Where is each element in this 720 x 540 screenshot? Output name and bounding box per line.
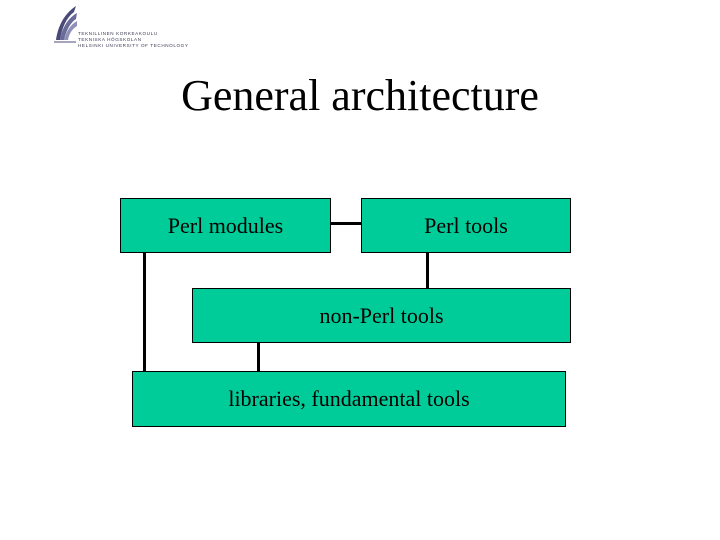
logo-text-line: HELSINKI UNIVERSITY OF TECHNOLOGY: [78, 43, 189, 48]
university-emblem-icon: [54, 6, 77, 43]
perl-tools-label: Perl tools: [424, 212, 508, 238]
connector-nonperl-libraries: [257, 342, 260, 372]
connector-tools-nonperl: [426, 252, 429, 288]
libraries-box: libraries, fundamental tools: [132, 371, 566, 427]
perl-modules-box: Perl modules: [120, 198, 331, 253]
non-perl-tools-box: non-Perl tools: [192, 288, 571, 343]
university-logo: TEKNILLINEN KORKEAKOULU TEKNISKA HÖGSKOL…: [52, 4, 188, 50]
perl-modules-label: Perl modules: [167, 212, 284, 238]
connector-modules-tools: [330, 222, 362, 225]
connector-modules-libraries: [143, 252, 146, 372]
perl-tools-box: Perl tools: [361, 198, 571, 253]
slide-title: General architecture: [181, 71, 539, 120]
libraries-label: libraries, fundamental tools: [228, 386, 470, 411]
logo-text-line: TEKNILLINEN KORKEAKOULU: [78, 31, 158, 36]
non-perl-tools-label: non-Perl tools: [319, 302, 444, 328]
logo-text-line: TEKNISKA HÖGSKOLAN: [78, 37, 142, 42]
